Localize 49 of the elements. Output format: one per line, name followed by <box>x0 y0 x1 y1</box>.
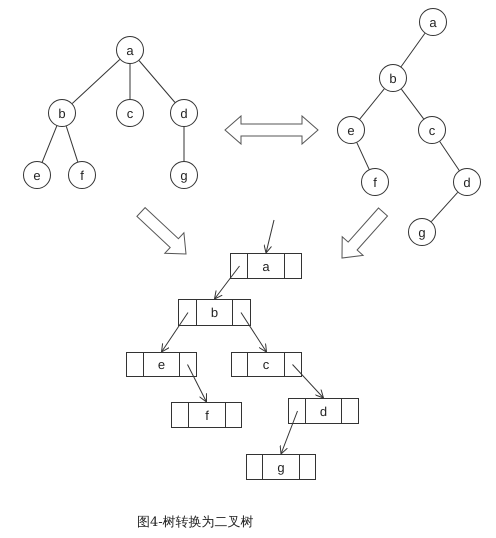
tree-edge <box>66 126 78 162</box>
tree-edge <box>356 142 370 170</box>
tree-node-circle: d <box>453 168 481 196</box>
linked-node-box <box>171 402 242 428</box>
tree-edge <box>359 88 385 120</box>
tree-node-circle: b <box>379 64 407 92</box>
tree-edge <box>72 59 120 104</box>
arrow <box>240 312 267 352</box>
linked-node-box <box>230 253 302 279</box>
arrow <box>292 364 324 398</box>
caption: 图4-树转换为二叉树 <box>137 514 254 531</box>
node-value-cell: b <box>196 300 233 325</box>
tree-node-circle: b <box>48 99 76 127</box>
tree-node-circle: a <box>116 36 144 64</box>
node-value-cell: f <box>188 403 226 427</box>
linked-node-box <box>178 299 251 326</box>
tree-node-circle: f <box>361 168 389 196</box>
tree-node-circle: a <box>419 8 447 36</box>
tree-node-circle: e <box>337 116 365 144</box>
tree-node-circle: g <box>408 218 436 246</box>
node-value-cell: g <box>262 455 300 479</box>
tree-edge <box>430 192 458 222</box>
tree-edge <box>439 141 460 171</box>
arrow <box>187 364 207 402</box>
tree-node-circle: c <box>418 116 446 144</box>
node-value-cell: a <box>247 254 285 278</box>
tree-node-circle: d <box>170 99 198 127</box>
tree-edge <box>138 60 176 103</box>
tree-edge <box>400 32 426 68</box>
tree-node-circle: c <box>116 99 144 127</box>
arrow <box>161 312 188 352</box>
tree-edge <box>400 88 424 120</box>
tree-node-circle: f <box>68 161 96 189</box>
node-value-cell: d <box>305 399 342 423</box>
node-value-cell: c <box>247 353 285 376</box>
arrow <box>264 220 274 254</box>
tree-edge <box>42 125 58 163</box>
linked-node-box <box>246 454 316 480</box>
tree-node-circle: e <box>23 161 51 189</box>
linked-node-box <box>126 352 197 377</box>
linked-node-box <box>231 352 302 377</box>
tree-node-circle: g <box>170 161 198 189</box>
arrow <box>280 410 298 454</box>
node-value-cell: e <box>143 353 180 376</box>
block-arrow <box>136 206 187 255</box>
arrow <box>214 266 240 300</box>
linked-node-box <box>288 398 359 424</box>
double-block-arrow <box>224 114 319 146</box>
block-arrow <box>342 207 388 259</box>
